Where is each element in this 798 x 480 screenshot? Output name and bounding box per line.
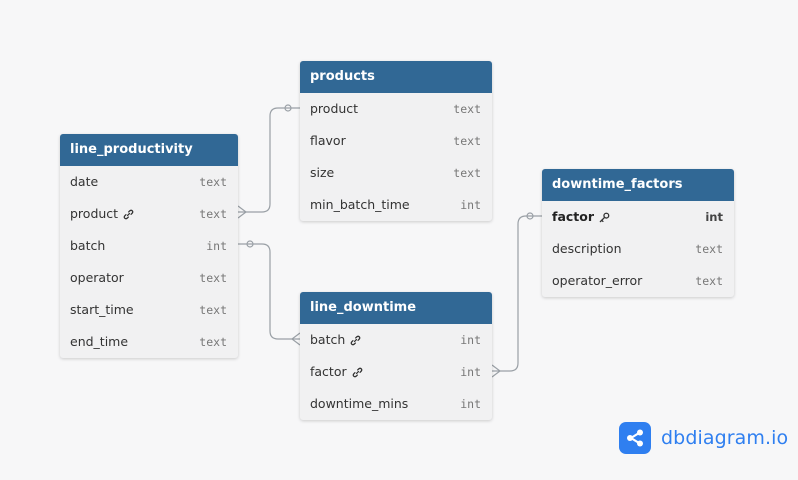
- field-type: text: [199, 175, 227, 189]
- link-icon: [350, 335, 361, 345]
- field-type: int: [460, 198, 481, 212]
- field-row[interactable]: date text: [60, 166, 238, 198]
- field-name: flavor: [310, 133, 346, 148]
- table-header[interactable]: products: [300, 61, 492, 93]
- field-type: text: [695, 242, 723, 256]
- field-name: downtime_mins: [310, 396, 409, 411]
- table-line-downtime[interactable]: line_downtime batch int factor int downt…: [300, 292, 492, 420]
- table-header[interactable]: downtime_factors: [542, 169, 734, 201]
- field-type: text: [453, 166, 481, 180]
- field-type: text: [199, 207, 227, 221]
- relation-batch-line[interactable]: [238, 243, 300, 340]
- field-name: product: [310, 101, 359, 116]
- one-marker: [246, 240, 254, 248]
- field-row[interactable]: batch int: [300, 324, 492, 356]
- relation-factor-line[interactable]: [492, 215, 542, 372]
- field-row[interactable]: start_time text: [60, 294, 238, 326]
- field-row[interactable]: end_time text: [60, 326, 238, 358]
- link-icon: [352, 367, 363, 377]
- table-header[interactable]: line_productivity: [60, 134, 238, 166]
- link-icon: [123, 209, 134, 219]
- field-name: min_batch_time: [310, 197, 410, 212]
- field-row[interactable]: factor int: [542, 201, 734, 233]
- field-row[interactable]: size text: [300, 157, 492, 189]
- field-row[interactable]: product text: [300, 93, 492, 125]
- dbdiagram-logo-icon: [619, 421, 651, 454]
- field-row[interactable]: operator text: [60, 262, 238, 294]
- crowfoot-marker: [491, 364, 501, 378]
- field-row[interactable]: description text: [542, 233, 734, 265]
- table-header[interactable]: line_downtime: [300, 292, 492, 324]
- crowfoot-marker: [291, 332, 301, 346]
- field-name: start_time: [70, 302, 134, 317]
- field-type: int: [460, 365, 481, 379]
- field-type: text: [453, 134, 481, 148]
- one-marker: [526, 212, 534, 220]
- field-row[interactable]: batch int: [60, 230, 238, 262]
- table-products[interactable]: products product text flavor text size t…: [300, 61, 492, 221]
- field-name: batch: [310, 332, 346, 347]
- field-type: text: [199, 271, 227, 285]
- field-name: description: [552, 241, 622, 256]
- field-name: size: [310, 165, 335, 180]
- one-marker: [284, 104, 292, 112]
- field-name: operator_error: [552, 273, 643, 288]
- field-row[interactable]: factor int: [300, 356, 492, 388]
- crowfoot-marker: [237, 205, 247, 219]
- field-type: text: [453, 102, 481, 116]
- key-icon: [599, 212, 610, 222]
- field-name: factor: [310, 364, 347, 379]
- field-name: product: [70, 206, 119, 221]
- field-type: int: [460, 333, 481, 347]
- field-name: end_time: [70, 334, 129, 349]
- field-type: text: [199, 303, 227, 317]
- field-row[interactable]: downtime_mins int: [300, 388, 492, 420]
- field-row[interactable]: min_batch_time int: [300, 189, 492, 221]
- share-nodes-icon: [627, 429, 643, 446]
- field-row[interactable]: operator_error text: [542, 265, 734, 297]
- field-row[interactable]: flavor text: [300, 125, 492, 157]
- brand-watermark[interactable]: dbdiagram.io: [619, 421, 788, 454]
- relation-product-line[interactable]: [238, 107, 300, 213]
- field-name: batch: [70, 238, 106, 253]
- field-type: int: [460, 397, 481, 411]
- field-name: date: [70, 174, 99, 189]
- field-type: int: [206, 239, 227, 253]
- field-name: factor: [552, 209, 595, 224]
- brand-name: dbdiagram.io: [661, 426, 789, 449]
- field-row[interactable]: product text: [60, 198, 238, 230]
- field-type: int: [705, 210, 723, 224]
- field-name: operator: [70, 270, 124, 285]
- field-type: text: [199, 335, 227, 349]
- table-downtime-factors[interactable]: downtime_factors factor int description …: [542, 169, 734, 297]
- field-type: text: [695, 274, 723, 288]
- table-line-productivity[interactable]: line_productivity date text product text…: [60, 134, 238, 358]
